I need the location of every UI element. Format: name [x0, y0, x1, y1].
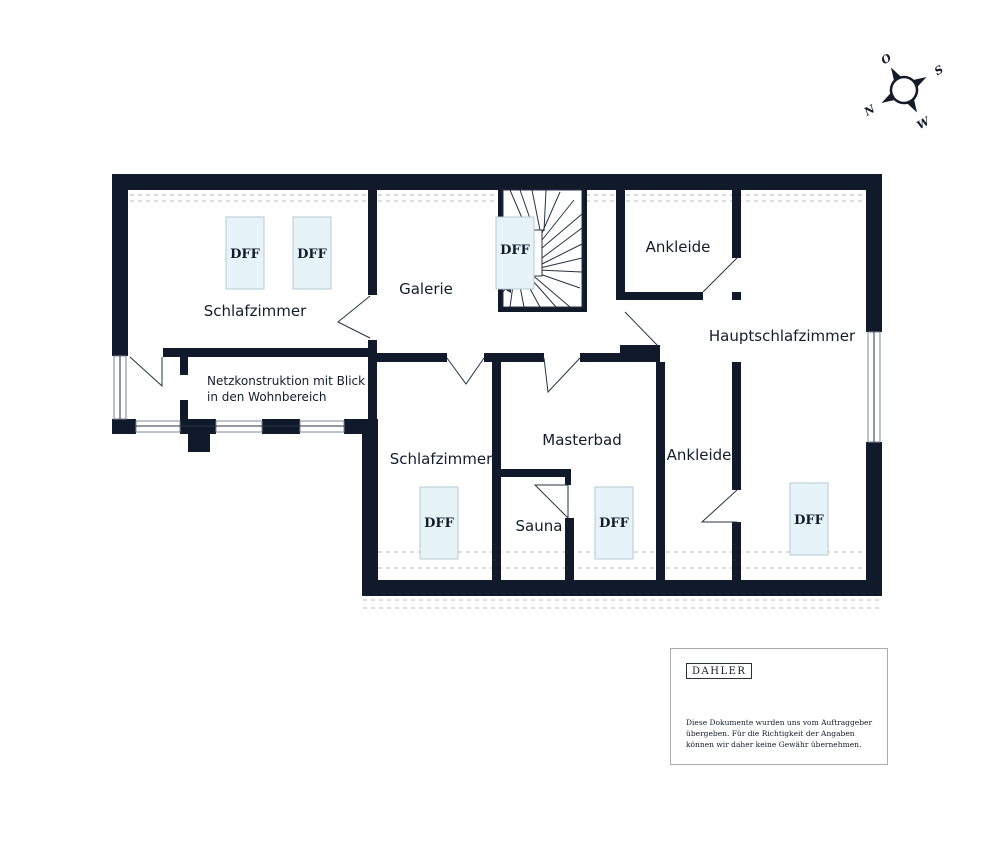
compass-rose: N O S W	[861, 51, 945, 132]
dahler-logo: DAHLER	[686, 663, 753, 679]
skylight-label: DFF	[599, 516, 630, 531]
room-label-ankleide-ne: Ankleide	[646, 238, 711, 256]
disclaimer-line-1: Diese Dokumente wurden uns vom Auftragge…	[686, 718, 873, 727]
room-label-netz-line1: Netzkonstruktion mit Blick	[207, 374, 365, 388]
skylight-hauptschlafzimmer: DFF	[789, 482, 829, 556]
skylight-label: DFF	[794, 513, 825, 528]
skylight-schlafzimmer-2: DFF	[292, 216, 332, 290]
disclaimer-line-3: können wir daher keine Gewähr übernehmen…	[686, 740, 862, 749]
room-label-schlafzimmer-nw: Schlafzimmer	[204, 302, 307, 320]
compass-w: W	[915, 114, 934, 132]
skylight-stair: DFF	[495, 216, 535, 290]
room-label-netz-line2: in den Wohnbereich	[207, 390, 326, 404]
skylight-label: DFF	[297, 247, 328, 262]
disclaimer-text: Diese Dokumente wurden uns vom Auftragge…	[686, 717, 886, 750]
windows	[113, 331, 881, 443]
outer-walls	[112, 174, 882, 596]
compass-o: O	[879, 51, 894, 67]
skylight-label: DFF	[424, 516, 455, 531]
disclaimer-box: DAHLER Diese Dokumente wurden uns vom Au…	[670, 648, 888, 765]
room-label-galerie: Galerie	[399, 280, 453, 298]
compass-n: N	[861, 102, 878, 119]
skylight-schlafzimmer-south: DFF	[419, 486, 459, 560]
compass-s: S	[932, 63, 945, 78]
room-label-masterbad: Masterbad	[542, 431, 621, 449]
disclaimer-line-2: übergeben. Für die Richtigkeit der Angab…	[686, 729, 855, 738]
room-label-schlafzimmer-s: Schlafzimmer	[390, 450, 493, 468]
room-label-sauna: Sauna	[516, 517, 563, 535]
room-label-hauptschlafzimmer: Hauptschlafzimmer	[709, 327, 856, 345]
skylight-masterbad: DFF	[594, 486, 634, 560]
interior-walls	[163, 190, 741, 580]
room-label-ankleide-s: Ankleide	[667, 446, 732, 464]
skylight-schlafzimmer-1: DFF	[225, 216, 265, 290]
skylight-label: DFF	[230, 247, 261, 262]
door-swings	[129, 257, 738, 523]
skylight-label: DFF	[500, 243, 531, 258]
